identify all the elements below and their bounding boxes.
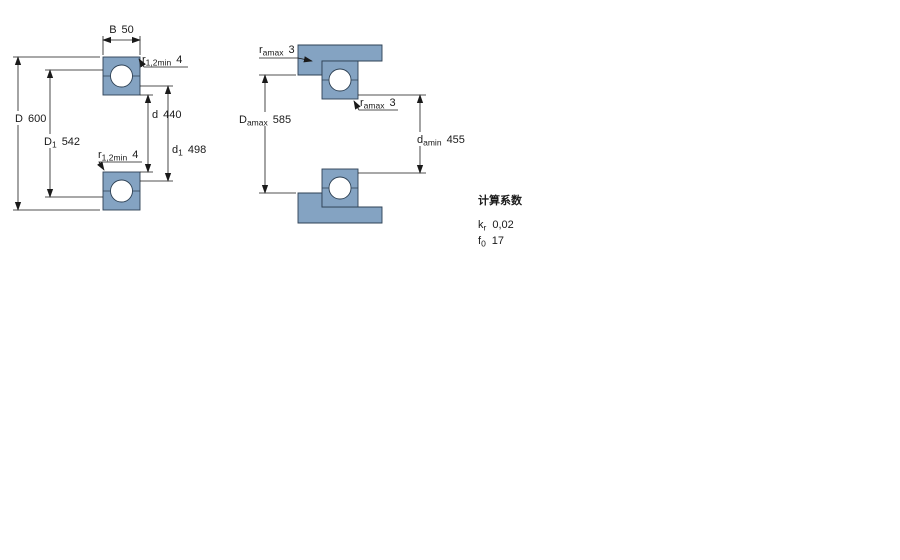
label-background: [42, 134, 82, 148]
label-background: [13, 111, 51, 125]
extension-lines: [102, 36, 141, 55]
ball-bottom: [328, 176, 352, 200]
label-background: [415, 132, 473, 146]
extension-lines: [13, 56, 100, 211]
leader-line: [138, 58, 188, 68]
label-background: [237, 112, 297, 126]
leader-line: [259, 56, 313, 63]
extension-lines: [259, 74, 296, 194]
ball-top: [328, 68, 352, 92]
extension-lines: [140, 94, 153, 173]
ball-bottom: [110, 179, 133, 203]
ball-top: [110, 64, 133, 88]
extension-lines: [45, 69, 103, 198]
leader-line: [353, 100, 398, 111]
leader-line: [97, 161, 142, 171]
calc-factors-title: 计算系数: [478, 193, 523, 207]
extension-lines: [358, 94, 426, 174]
